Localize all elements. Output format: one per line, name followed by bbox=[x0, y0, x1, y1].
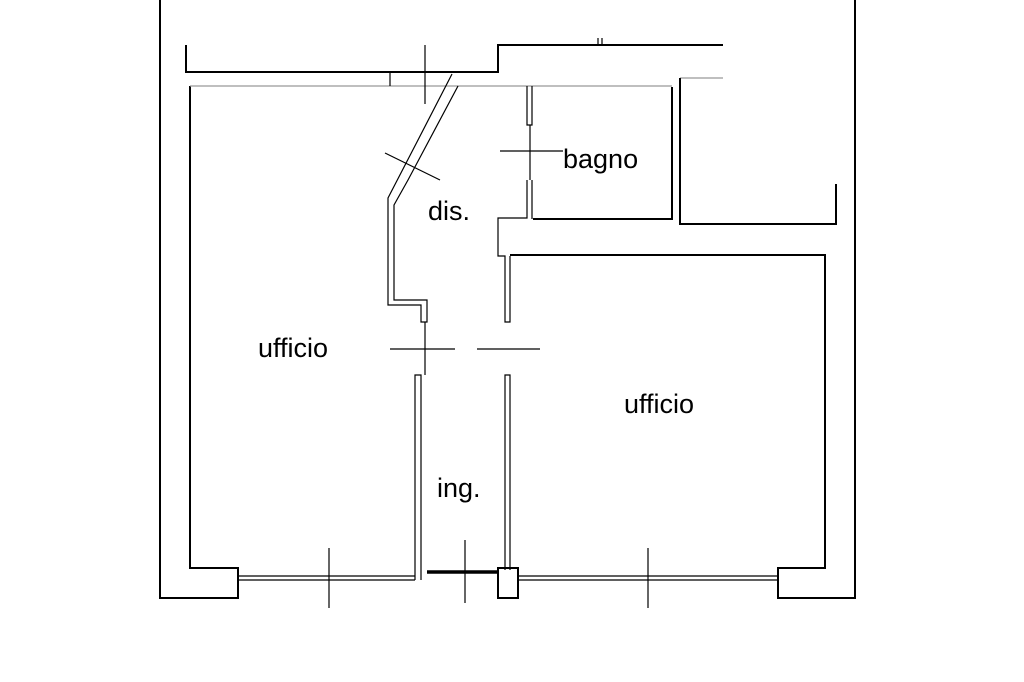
room-label-office-left: ufficio bbox=[258, 333, 328, 363]
outer-walls bbox=[159, 0, 856, 599]
hallway-walls bbox=[387, 73, 511, 580]
room-label-bathroom: bagno bbox=[563, 144, 638, 174]
room-label-office-right: ufficio bbox=[624, 389, 694, 419]
bathroom-walls bbox=[497, 78, 837, 323]
room-label-hallway: dis. bbox=[428, 196, 470, 226]
windows bbox=[238, 567, 778, 599]
section-marks bbox=[328, 45, 649, 608]
room-label-entrance: ing. bbox=[437, 473, 481, 503]
